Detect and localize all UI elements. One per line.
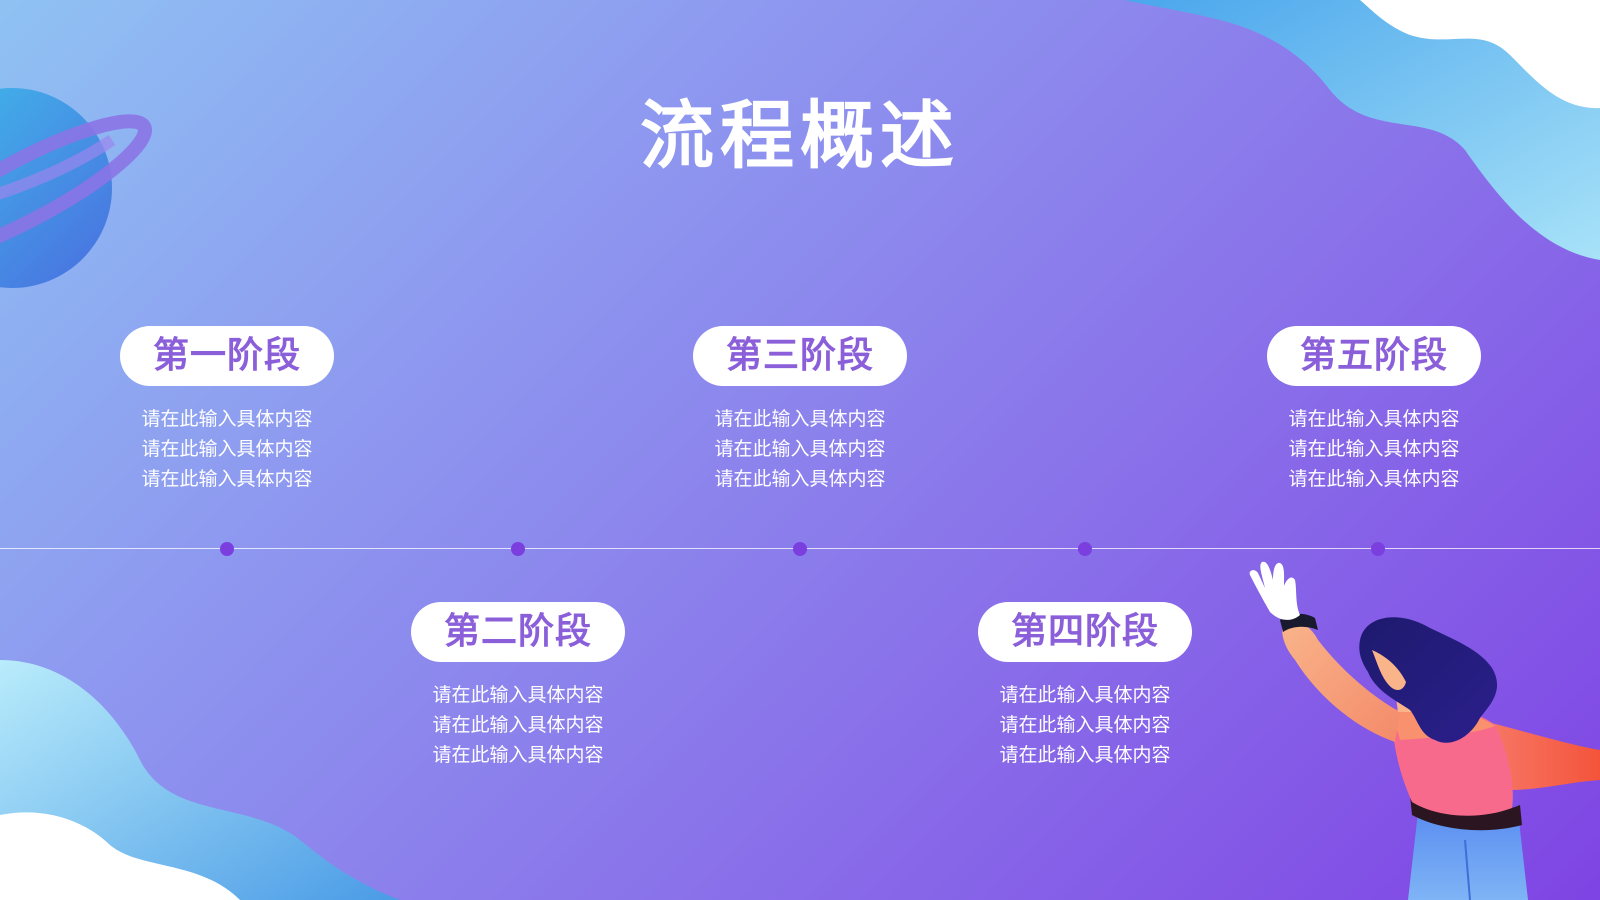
timeline-dot-1 — [220, 542, 234, 556]
stage-label: 第四阶段 — [978, 602, 1192, 662]
stage-description: 请在此输入具体内容 请在此输入具体内容 请在此输入具体内容 — [1254, 404, 1494, 494]
stage-description: 请在此输入具体内容 请在此输入具体内容 请在此输入具体内容 — [965, 680, 1205, 770]
stage-1: 第一阶段 请在此输入具体内容 请在此输入具体内容 请在此输入具体内容 — [107, 326, 347, 494]
bottom-left-wave-white — [0, 812, 240, 900]
stage-text-line: 请在此输入具体内容 — [432, 744, 604, 766]
stage-text-line: 请在此输入具体内容 — [1288, 468, 1460, 490]
page-title: 流程概述 — [640, 93, 960, 179]
stage-3: 第三阶段 请在此输入具体内容 请在此输入具体内容 请在此输入具体内容 — [680, 326, 920, 494]
stage-text-line: 请在此输入具体内容 — [714, 408, 886, 430]
timeline-dot-3 — [793, 542, 807, 556]
stage-text-line: 请在此输入具体内容 — [714, 468, 886, 490]
stage-label: 第三阶段 — [693, 326, 907, 386]
timeline-dot-5 — [1371, 542, 1385, 556]
stage-text-line: 请在此输入具体内容 — [999, 714, 1171, 736]
stage-text-line: 请在此输入具体内容 — [999, 744, 1171, 766]
stage-text-line: 请在此输入具体内容 — [432, 684, 604, 706]
timeline-dot-4 — [1078, 542, 1092, 556]
stage-text-line: 请在此输入具体内容 — [714, 438, 886, 460]
stage-label: 第一阶段 — [120, 326, 334, 386]
timeline-dot-2 — [511, 542, 525, 556]
stage-description: 请在此输入具体内容 请在此输入具体内容 请在此输入具体内容 — [107, 404, 347, 494]
stage-label: 第五阶段 — [1267, 326, 1481, 386]
stage-text-line: 请在此输入具体内容 — [1288, 408, 1460, 430]
stage-4: 第四阶段 请在此输入具体内容 请在此输入具体内容 请在此输入具体内容 — [965, 602, 1205, 770]
stage-text-line: 请在此输入具体内容 — [141, 408, 313, 430]
stage-2: 第二阶段 请在此输入具体内容 请在此输入具体内容 请在此输入具体内容 — [398, 602, 638, 770]
top-right-wave-blue — [1125, 0, 1600, 260]
stage-text-line: 请在此输入具体内容 — [141, 468, 313, 490]
top-right-wave-white — [1360, 0, 1600, 109]
stage-text-line: 请在此输入具体内容 — [432, 714, 604, 736]
stage-description: 请在此输入具体内容 请在此输入具体内容 请在此输入具体内容 — [398, 680, 638, 770]
stage-text-line: 请在此输入具体内容 — [999, 684, 1171, 706]
stage-text-line: 请在此输入具体内容 — [1288, 438, 1460, 460]
stage-text-line: 请在此输入具体内容 — [141, 438, 313, 460]
stage-5: 第五阶段 请在此输入具体内容 请在此输入具体内容 请在此输入具体内容 — [1254, 326, 1494, 494]
stage-label: 第二阶段 — [411, 602, 625, 662]
planet-icon — [0, 88, 153, 288]
stage-description: 请在此输入具体内容 请在此输入具体内容 请在此输入具体内容 — [680, 404, 920, 494]
